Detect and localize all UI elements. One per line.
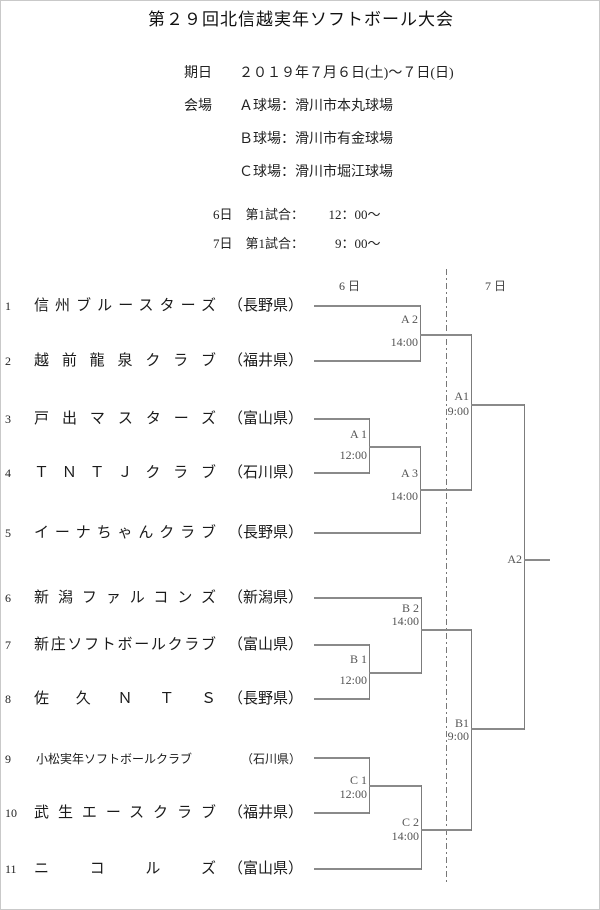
match-code: C 1 <box>349 773 367 787</box>
team-name: 信州ブルースターズ <box>34 298 216 314</box>
match-code: B 1 <box>349 652 367 666</box>
bracket-line-v <box>420 305 421 362</box>
champion-line <box>524 559 550 561</box>
match-time: 9:00 <box>447 729 469 743</box>
team-prefecture: （長野県） <box>228 691 304 707</box>
team-name: 越前龍泉クラブ <box>34 353 216 369</box>
bracket-line-v <box>471 629 472 831</box>
match-code: A 2 <box>400 312 418 326</box>
match-time: 14:00 <box>390 489 418 503</box>
day2-column-header: 7日 <box>485 279 510 293</box>
team-name: 新庄ソフトボールクラブ <box>34 637 216 653</box>
date-value: ２０１９年７月６日(土)～７日(日) <box>239 66 454 81</box>
bracket-line-h <box>421 829 471 831</box>
team-line <box>314 644 369 646</box>
schedule-day2: 7日 第1試合： 9：00～ <box>213 233 381 252</box>
team-number: 10 <box>5 806 17 820</box>
venue-b: Ｂ球場：滑川市有金球場 <box>239 132 393 147</box>
team-line <box>314 597 421 599</box>
final-match-code: A2 <box>507 552 522 566</box>
venue-a: Ａ球場：滑川市本丸球場 <box>239 99 393 114</box>
date-label: 期日 <box>184 66 212 81</box>
team-name: ニコルズ <box>34 861 216 877</box>
match-time: 14:00 <box>390 335 418 349</box>
team-name: 武生エースクラブ <box>34 805 216 821</box>
team-prefecture: （新潟県） <box>228 590 304 606</box>
bracket-line-h <box>369 672 421 674</box>
team-name: 戸出マスターズ <box>34 411 216 427</box>
team-number: 6 <box>5 591 11 605</box>
schedule-day2-label: 第1試合： <box>245 236 298 251</box>
bracket-line-h <box>421 629 471 631</box>
bracket-line-h <box>420 489 471 491</box>
team-number: 8 <box>5 692 11 706</box>
team-prefecture: （長野県） <box>228 298 304 314</box>
team-number: 7 <box>5 638 11 652</box>
team-line <box>314 418 369 420</box>
match-time: 12:00 <box>339 673 367 687</box>
match-time: 9:00 <box>447 404 469 418</box>
team-line <box>314 532 420 534</box>
match-code: C 2 <box>401 815 419 829</box>
team-number: 11 <box>5 862 17 876</box>
match-code: A1 <box>454 389 469 403</box>
team-prefecture: （石川県） <box>228 465 304 481</box>
team-prefecture: （福井県） <box>228 805 304 821</box>
schedule-day1-label: 第1試合： <box>245 207 298 222</box>
team-line <box>314 305 420 307</box>
team-name: ＴＮＴＪクラブ <box>34 465 216 481</box>
schedule-day2-day: 7日 <box>213 236 233 251</box>
bracket-line-h <box>471 404 524 406</box>
venue-c: Ｃ球場：滑川市堀江球場 <box>239 165 393 180</box>
bracket-line-v <box>524 404 525 730</box>
team-prefecture: （富山県） <box>228 861 304 877</box>
team-prefecture: （石川県） <box>241 752 302 766</box>
team-number: 2 <box>5 354 11 368</box>
match-time: 14:00 <box>391 614 419 628</box>
bracket-line-h <box>369 785 421 787</box>
day1-column-header: 6日 <box>339 279 364 293</box>
bracket-line-v <box>471 334 472 491</box>
schedule-day1-day: 6日 <box>213 207 233 222</box>
schedule-day2-time: 9：00～ <box>335 236 381 251</box>
schedule-day1-time: 12：00～ <box>328 207 381 222</box>
team-prefecture: （富山県） <box>228 637 304 653</box>
team-name: 小松実年ソフトボールクラブ <box>36 752 193 766</box>
team-line <box>314 360 420 362</box>
team-line <box>314 868 421 870</box>
venue-label: 会場 <box>184 99 212 114</box>
day-divider-line <box>446 269 447 885</box>
page-title: 第２９回北信越実年ソフトボール大会 <box>148 10 454 29</box>
bracket-line-h <box>420 334 471 336</box>
team-name: イーナちゃんクラブ <box>34 525 216 541</box>
match-time: 12:00 <box>339 787 367 801</box>
bracket-line-h <box>471 728 524 730</box>
schedule-day1: 6日 第1試合： 12：00～ <box>213 204 381 223</box>
match-time: 12:00 <box>339 448 367 462</box>
team-name: 佐久ＮＴＳ <box>34 691 216 707</box>
team-number: 5 <box>5 526 11 540</box>
match-code: A 3 <box>400 466 418 480</box>
team-number: 9 <box>5 752 11 766</box>
match-code: B 2 <box>401 601 419 615</box>
team-number: 4 <box>5 466 11 480</box>
bracket-line-v <box>421 597 422 674</box>
team-line <box>314 757 369 759</box>
team-line <box>314 698 369 700</box>
team-name: 新潟ファルコンズ <box>34 590 216 606</box>
bracket-line-h <box>369 446 420 448</box>
match-code: B1 <box>454 716 469 730</box>
team-number: 1 <box>5 299 11 313</box>
team-prefecture: （福井県） <box>228 353 304 369</box>
bracket-line-v <box>421 785 422 870</box>
team-prefecture: （長野県） <box>228 525 304 541</box>
team-line <box>314 472 369 474</box>
team-number: 3 <box>5 412 11 426</box>
match-time: 14:00 <box>391 829 419 843</box>
team-line <box>314 812 369 814</box>
team-prefecture: （富山県） <box>228 411 304 427</box>
match-code: A 1 <box>349 427 367 441</box>
